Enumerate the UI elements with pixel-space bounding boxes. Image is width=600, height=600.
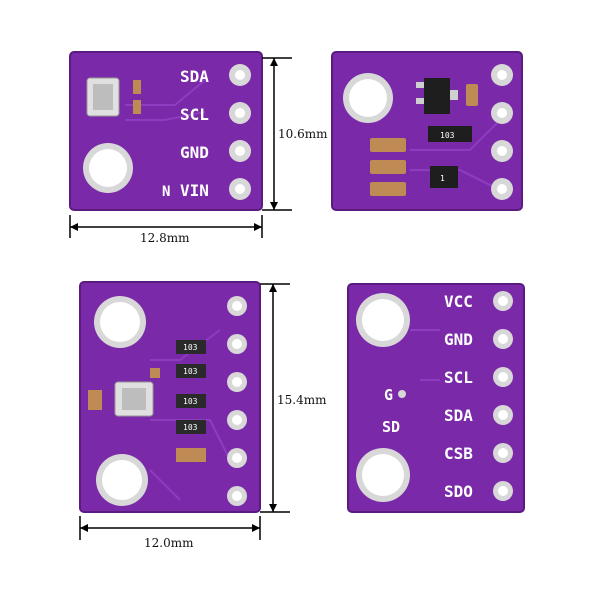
board-1-extra-mark: N bbox=[162, 184, 170, 200]
board-1-pin-label: SDA bbox=[180, 67, 209, 86]
board-2-trace bbox=[410, 119, 501, 191]
board-1-pad-hole bbox=[235, 70, 245, 80]
board-4-pad-hole bbox=[498, 486, 508, 496]
board-3-resistor bbox=[176, 420, 206, 434]
board-1: SDA SCL GND VIN N bbox=[69, 51, 263, 211]
board-1-capacitor bbox=[133, 100, 141, 114]
board-2-pad-hole bbox=[497, 70, 507, 80]
board-4-mounting-hole-center bbox=[362, 299, 404, 341]
board-3-resistor bbox=[176, 364, 206, 378]
board-4-mounting-hole-center bbox=[362, 454, 404, 496]
board-4-pad-hole bbox=[498, 334, 508, 344]
board-4-jumper-label: SD bbox=[382, 418, 400, 436]
board-3-capacitor bbox=[150, 368, 160, 378]
board-4-pin-label: SCL bbox=[444, 368, 473, 387]
board-3-capacitor bbox=[176, 448, 206, 462]
board-1-mounting-hole-center bbox=[89, 149, 127, 187]
board-1-height-label: 10.6mm bbox=[278, 127, 328, 141]
board-4-trace bbox=[410, 329, 440, 381]
board-2-chip-lead bbox=[450, 90, 458, 100]
board-3-mounting-hole-center bbox=[100, 302, 140, 342]
board-4-pin-label: GND bbox=[444, 330, 473, 349]
board-3-width-arrow bbox=[252, 524, 260, 532]
board-2: 103 1 bbox=[331, 51, 523, 211]
board-3-height-arrow bbox=[269, 284, 277, 292]
board-2-capacitor bbox=[370, 138, 406, 152]
board-4: G SD VCC GND SCL SDA CSB SDO bbox=[347, 283, 525, 513]
board-1-pad-hole bbox=[235, 184, 245, 194]
board-3-resistor-label: 103 bbox=[183, 423, 198, 432]
board-2-capacitor bbox=[370, 182, 406, 196]
board-2-capacitor bbox=[370, 160, 406, 174]
board-3-pad-hole bbox=[232, 339, 242, 349]
board-4-pin-label: SDA bbox=[444, 406, 473, 425]
board-2-chip-lead bbox=[416, 82, 424, 88]
board-3-dimensions: 15.4mm 12.0mm bbox=[79, 283, 327, 550]
board-3-height-arrow bbox=[269, 504, 277, 512]
board-1-width-label: 12.8mm bbox=[140, 231, 190, 245]
board-4-pad-hole bbox=[498, 448, 508, 458]
board-3-resistor bbox=[176, 394, 206, 408]
board-4-pad-hole bbox=[498, 410, 508, 420]
board-4-pad-hole bbox=[498, 372, 508, 382]
board-1-pin-label: SCL bbox=[180, 105, 209, 124]
board-3-resistor-label: 103 bbox=[183, 343, 198, 352]
board-2-pad-hole bbox=[497, 184, 507, 194]
board-1-pin-label: VIN bbox=[180, 181, 209, 200]
board-2-regulator-chip bbox=[424, 78, 450, 114]
board-4-pin-label: VCC bbox=[444, 292, 473, 311]
board-3-resistor-label: 103 bbox=[183, 367, 198, 376]
board-3-sensor-window bbox=[122, 388, 146, 410]
board-3-width-arrow bbox=[80, 524, 88, 532]
board-3-width-label: 12.0mm bbox=[144, 536, 194, 550]
board-1-pad-hole bbox=[235, 108, 245, 118]
board-1-width-arrow bbox=[254, 223, 262, 231]
board-2-pad-hole bbox=[497, 146, 507, 156]
board-1-pad-hole bbox=[235, 146, 245, 156]
board-1-dimensions: 10.6mm 12.8mm bbox=[69, 57, 328, 245]
board-1-height-arrow bbox=[270, 202, 278, 210]
board-2-small-ic bbox=[430, 166, 458, 188]
board-1-pin-label: GND bbox=[180, 143, 209, 162]
board-4-pin-label: CSB bbox=[444, 444, 473, 463]
board-2-pad-hole bbox=[497, 108, 507, 118]
board-3-pad-hole bbox=[232, 491, 242, 501]
board-4-jumper-label: G bbox=[384, 386, 393, 404]
board-3-pad-hole bbox=[232, 415, 242, 425]
board-3-resistor-label: 103 bbox=[183, 397, 198, 406]
board-4-pin-label: SDO bbox=[444, 482, 473, 501]
board-3-trace bbox=[149, 329, 231, 501]
board-1-capacitor bbox=[133, 80, 141, 94]
board-3-capacitor bbox=[88, 390, 102, 410]
board-3-pad-hole bbox=[232, 301, 242, 311]
board-2-resistor-array bbox=[428, 126, 472, 142]
board-1-width-arrow bbox=[70, 223, 78, 231]
board-2-chip-lead bbox=[416, 98, 424, 104]
board-2-resistor-array-label: 103 bbox=[440, 131, 455, 140]
board-3-resistor bbox=[176, 340, 206, 354]
board-1-height-arrow bbox=[270, 58, 278, 66]
board-2-capacitor bbox=[466, 84, 478, 106]
board-3: 103 103 103 103 bbox=[79, 281, 261, 513]
board-3-mounting-hole-center bbox=[102, 460, 142, 500]
board-2-mounting-hole-center bbox=[349, 79, 387, 117]
board-4-jumper-pad bbox=[398, 390, 406, 398]
board-3-pad-hole bbox=[232, 453, 242, 463]
board-3-pad-hole bbox=[232, 377, 242, 387]
board-4-pad-hole bbox=[498, 296, 508, 306]
board-1-sensor-window bbox=[93, 84, 113, 110]
board-2-small-ic-label: 1 bbox=[440, 174, 445, 183]
board-3-height-label: 15.4mm bbox=[277, 393, 327, 407]
board-1-trace bbox=[125, 79, 206, 121]
